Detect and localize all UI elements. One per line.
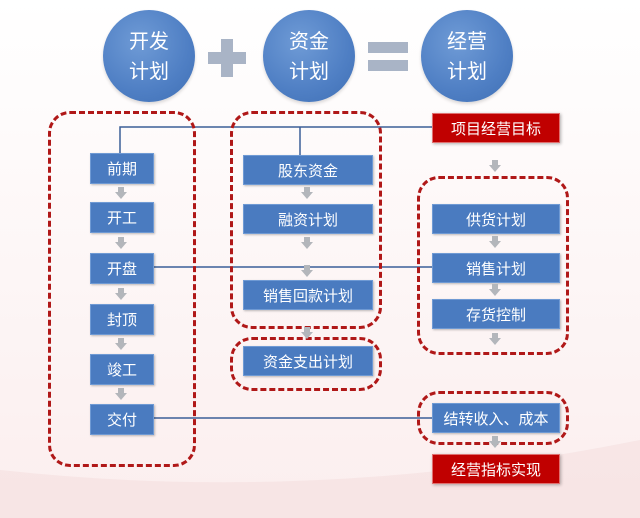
- fund-plan-circle: 资金 计划: [263, 10, 355, 102]
- dev-step-1: 前期: [90, 153, 154, 184]
- fund-step-1: 股东资金: [243, 155, 373, 185]
- dev-plan-circle: 开发 计划: [103, 10, 195, 102]
- down-arrow-icon: [115, 338, 127, 350]
- down-arrow-icon: [301, 327, 313, 339]
- ops-step-1: 供货计划: [432, 204, 560, 234]
- fund-spend-frame: [230, 337, 382, 391]
- down-arrow-icon: [301, 265, 313, 277]
- ops-plan-line2: 计划: [447, 59, 487, 83]
- equals-icon: [368, 42, 408, 71]
- ops-result-box: 经营指标实现: [432, 454, 560, 484]
- dev-step-4: 封顶: [90, 304, 154, 335]
- ops-step-3: 存货控制: [432, 299, 560, 329]
- dev-step-6: 交付: [90, 404, 154, 435]
- down-arrow-icon: [489, 436, 501, 448]
- down-arrow-icon: [489, 284, 501, 296]
- down-arrow-icon: [115, 187, 127, 199]
- ops-group-frame: [417, 176, 569, 355]
- dev-step-5: 竣工: [90, 354, 154, 385]
- fund-step-3: 销售回款计划: [243, 280, 373, 310]
- ops-target-box: 项目经营目标: [432, 113, 560, 143]
- ops-plan-line1: 经营: [447, 29, 487, 53]
- down-arrow-icon: [301, 237, 313, 249]
- down-arrow-icon: [115, 237, 127, 249]
- dev-plan-line2: 计划: [129, 59, 169, 83]
- down-arrow-icon: [489, 160, 501, 172]
- dev-step-2: 开工: [90, 202, 154, 233]
- down-arrow-icon: [115, 288, 127, 300]
- fund-plan-line2: 计划: [289, 59, 329, 83]
- plus-icon: [208, 39, 246, 77]
- fund-step-2: 融资计划: [243, 204, 373, 234]
- down-arrow-icon: [301, 187, 313, 199]
- down-arrow-icon: [489, 236, 501, 248]
- dev-step-3: 开盘: [90, 253, 154, 284]
- ops-plan-circle: 经营 计划: [421, 10, 513, 102]
- ops-step-2: 销售计划: [432, 253, 560, 283]
- fund-plan-line1: 资金: [289, 29, 329, 53]
- fund-spend-box: 资金支出计划: [243, 346, 373, 376]
- ops-income-box: 结转收入、成本: [432, 403, 560, 433]
- dev-group-frame: [48, 111, 196, 467]
- down-arrow-icon: [115, 388, 127, 400]
- dev-plan-line1: 开发: [129, 29, 169, 53]
- down-arrow-icon: [489, 333, 501, 345]
